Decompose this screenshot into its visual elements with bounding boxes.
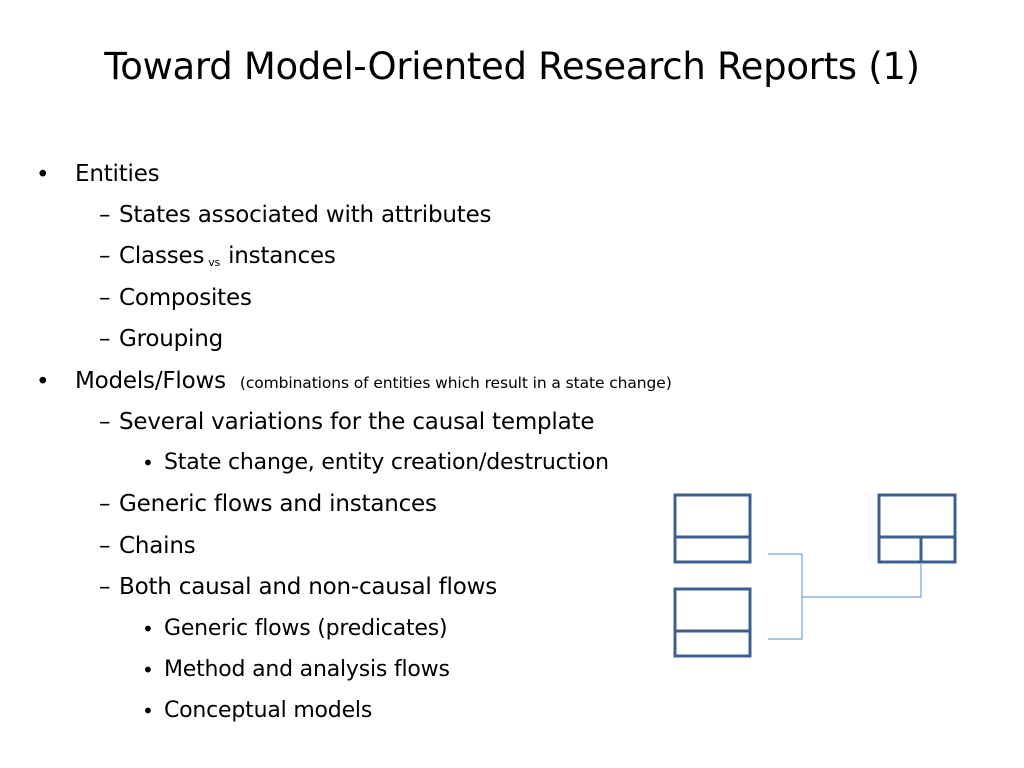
dash-marker: – (99, 285, 111, 311)
subsubbullet-state-change: State change, entity creation/destructio… (164, 448, 609, 478)
subsubbullet-method-analysis: Method and analysis flows (164, 655, 450, 685)
bullet-text: Entities (75, 161, 160, 187)
subbullet-generic-flows: Generic flows and instances (119, 489, 437, 519)
dash-marker: – (99, 533, 111, 559)
bullet-marker: • (142, 699, 154, 723)
subbullet-text: Generic flows and instances (119, 491, 437, 517)
bullet-marker: • (142, 451, 154, 475)
subbullet-causal-noncausal: Both causal and non-causal flows (119, 572, 497, 602)
subsubbullet-conceptual: Conceptual models (164, 696, 372, 726)
vs-label: vs (208, 256, 221, 269)
bullet-marker: • (142, 617, 154, 641)
subbullet-text: Chains (119, 533, 196, 559)
bullet-text: Models/Flows (75, 368, 226, 394)
subsubbullet-text: State change, entity creation/destructio… (164, 450, 609, 475)
subbullet-chains: Chains (119, 531, 196, 561)
subbullet-variations: Several variations for the causal templa… (119, 407, 594, 437)
subbullet-grouping: Grouping (119, 324, 223, 354)
bullet-marker: • (36, 162, 50, 188)
dash-marker: – (99, 326, 111, 352)
subbullet-text: Grouping (119, 326, 223, 352)
dash-marker: – (99, 491, 111, 517)
dash-marker: – (99, 243, 111, 269)
bullet-models-flows: Models/Flows (combinations of entities wh… (75, 366, 672, 398)
subbullet-text: instances (228, 243, 336, 269)
dash-marker: – (99, 574, 111, 600)
bullet-marker: • (36, 369, 50, 395)
subbullet-text: Composites (119, 285, 252, 311)
entity-box-top-left (673, 493, 752, 564)
dash-marker: – (99, 202, 111, 228)
entity-box-bottom-left (673, 587, 752, 658)
bullet-marker: • (142, 658, 154, 682)
subbullet-text: States associated with attributes (119, 202, 492, 228)
subbullet-states: States associated with attributes (119, 200, 492, 230)
subbullet-text: Classes (119, 243, 205, 269)
entity-box-composite-right (877, 493, 957, 564)
subsubbullet-text: Method and analysis flows (164, 657, 450, 682)
slide-title: Toward Model-Oriented Research Reports (… (104, 45, 920, 88)
subbullet-composites: Composites (119, 283, 252, 313)
dash-marker: – (99, 409, 111, 435)
subbullet-text: Several variations for the causal templa… (119, 409, 595, 435)
subsubbullet-text: Conceptual models (164, 698, 373, 723)
subbullet-text: Both causal and non-causal flows (119, 574, 498, 600)
subsubbullet-generic-predicates: Generic flows (predicates) (164, 614, 448, 644)
bullet-entities: Entities (75, 159, 160, 189)
bullet-note: (combinations of entities which result i… (239, 374, 672, 392)
flow-connector (768, 553, 922, 640)
subsubbullet-text: Generic flows (predicates) (164, 616, 448, 641)
